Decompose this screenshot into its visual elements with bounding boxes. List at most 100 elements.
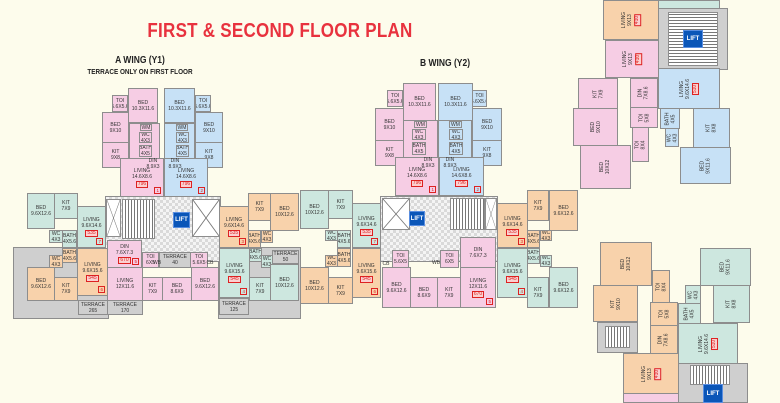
flat-number: 2 [198,187,205,194]
room-dimensions: 6X5 [146,260,155,266]
flat-number: 5 [486,298,493,305]
room-label: KIT [534,199,542,206]
room-dimensions: 5.6X5 [192,260,206,266]
room-dimensions: 4X3 [262,236,272,243]
area-badge: 410 [634,13,641,27]
room-label: BED [699,160,706,171]
room-dimensions: 10X12.6 [305,209,324,216]
room-dimensions: 4X5.6 [62,239,77,245]
room-dimensions: 7.6X7.3 [115,250,134,256]
room-dimensions: 5.6X5.6 [473,98,486,105]
room-label: WC [414,129,424,135]
room-dimensions: 9.6X12.6 [30,284,52,290]
room-label: KIT [336,198,345,205]
area-badge: 535 [506,228,519,236]
room-dimensions: 4X5 [451,148,461,155]
room-label: TERRACE [81,301,105,308]
room-dimensions: 4X3 [414,134,424,140]
room-label: KIT [336,284,345,291]
room-dimensions: 9.6X14.6 [356,221,377,228]
room-dimensions: 10.3X11.6 [131,105,155,112]
room-label: LIVING [133,167,151,174]
flat-number: 4 [240,288,247,295]
room-dimensions: 4X5.6 [249,255,262,261]
room-dimensions: 8X8 [711,123,718,133]
room-label: KIT [534,286,542,293]
staircase [450,198,485,230]
room-dimensions: 10.3X11.6 [444,102,467,108]
area-badge: 535 [85,230,98,237]
room-label: DIN [445,157,455,163]
room-dimensions: 9.6X14.6 [81,223,102,229]
room-dimensions: 7X9 [533,292,543,299]
room-label: KIT [445,286,453,293]
room-dimensions: 9.6X12.6 [553,210,574,217]
flat-number: 2 [474,186,481,193]
room-label: CB [382,261,390,267]
room-label: LIVING [641,365,647,382]
room-label: LIVING [225,217,243,223]
room-dimensions: 7X9 [336,290,345,297]
room-dimensions: 4X3 [541,261,551,267]
room-dimensions: 10X12 [626,256,632,272]
room-dimensions: 10X12 [605,159,612,175]
room-dimensions: 8.9X3 [443,163,457,169]
room-wm: WM [414,121,427,128]
room-dimensions: 7X9 [444,292,454,299]
flat-number: 3 [239,238,246,245]
